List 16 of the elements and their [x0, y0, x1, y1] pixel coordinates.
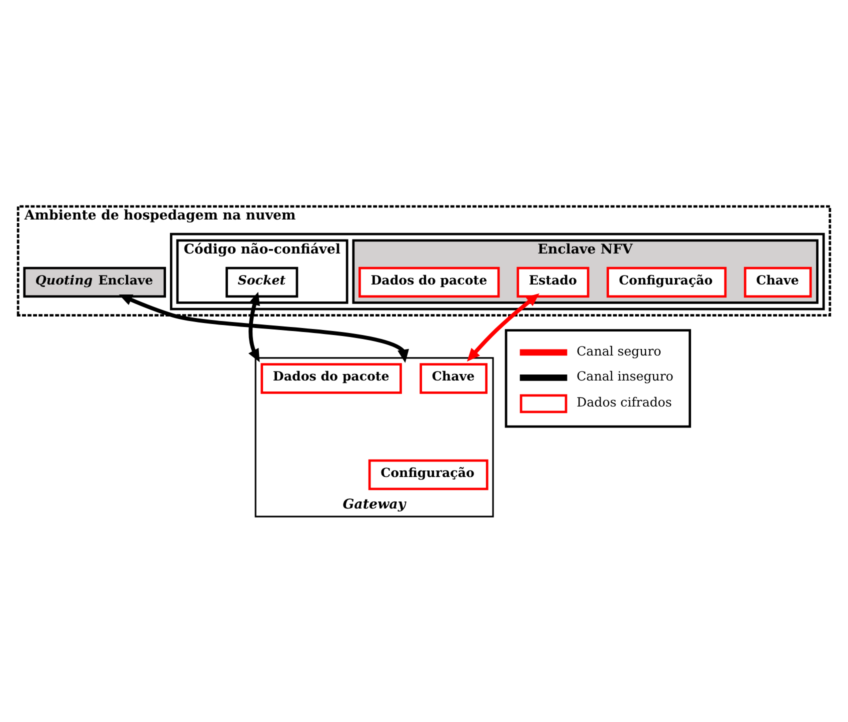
node-box: Dados do pacote — [260, 362, 402, 394]
node-box: Configuração — [368, 458, 488, 490]
node-box: Configuração — [606, 266, 727, 298]
node-box: Dados do pacote — [358, 266, 500, 298]
arrow — [118, 294, 409, 362]
node-box: Estado — [516, 266, 590, 298]
arrow — [466, 292, 540, 362]
node-box: Quoting Enclave — [23, 266, 166, 298]
arrow — [248, 291, 260, 362]
cluster — [170, 232, 825, 310]
node-box: Socket — [226, 266, 298, 298]
node-box: Chave — [744, 266, 812, 298]
node-box: Chave — [420, 362, 488, 394]
legend-label: Canal inseguro — [576, 368, 674, 384]
legend-label: Canal seguro — [576, 342, 662, 358]
legend-label: Dados cifrados — [576, 394, 672, 410]
